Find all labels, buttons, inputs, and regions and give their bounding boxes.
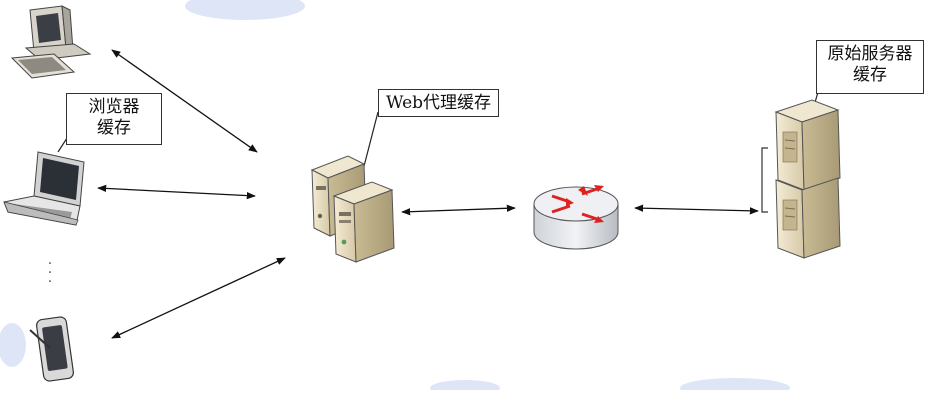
origin-server-icon [761,99,841,259]
origin-cache-label-line2: 缓存 [853,65,887,85]
router-icon [533,185,619,250]
proxy-cache-label-text: Web代理缓存 [385,93,492,113]
laptop-icon [3,151,85,226]
more-clients-ellipsis: · · · [47,256,53,290]
arrow-phone-proxy [111,257,286,339]
arrow-proxy-router [401,204,516,216]
browser-cache-label-line1: 浏览器 [88,97,140,117]
proxy-cache-label: Web代理缓存 [378,89,499,117]
browser-cache-label-line2: 缓存 [97,118,131,138]
watermark-shapes [0,0,790,394]
proxy-server-icon [310,155,395,263]
arrow-laptop-proxy [97,184,256,200]
connections [97,49,759,339]
browser-cache-label: 浏览器 缓存 [66,93,162,145]
phone-icon [29,316,74,382]
origin-cache-label-line1: 原始服务器 [827,44,913,64]
arrow-desktop-proxy [111,49,258,153]
origin-cache-label: 原始服务器 缓存 [816,40,924,94]
arrow-router-origin [634,204,759,215]
desktop-computer-icon [10,5,92,79]
